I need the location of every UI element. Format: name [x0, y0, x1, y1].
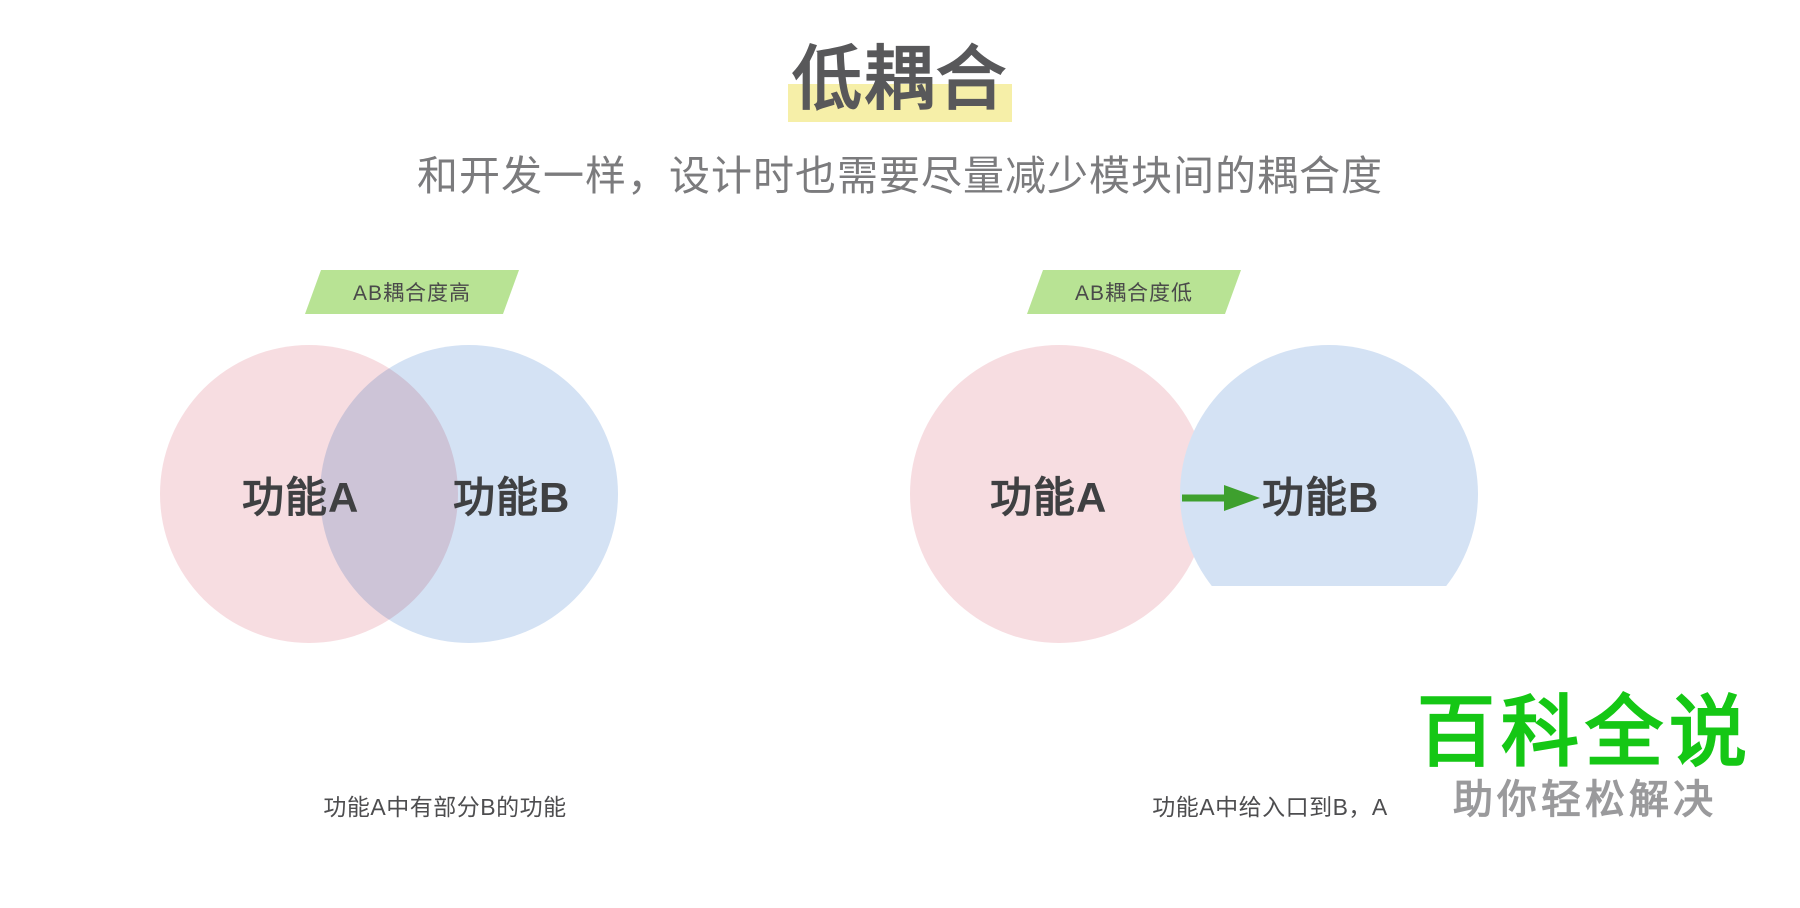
panel-high-coupling: AB耦合度高 功能A 功能B 功能A中有部分B的功能: [55, 255, 835, 855]
circle-function-a-label: 功能A: [242, 474, 360, 521]
badge-low-coupling: AB耦合度低: [1026, 270, 1242, 314]
circle-function-b-label: 功能B: [453, 474, 571, 521]
title-block: 低耦合: [788, 38, 1012, 124]
badge-high-coupling-label: AB耦合度高: [352, 282, 471, 305]
caption-low-coupling: 功能A中给入口到B，A: [1152, 794, 1388, 820]
circle-function-b: [320, 345, 618, 643]
caption-high-coupling: 功能A中有部分B的功能: [323, 794, 567, 820]
panel-low-coupling: AB耦合度低 功能A 功能B 功能A中给入口到B，A: [880, 255, 1660, 855]
page-subtitle: 和开发一样，设计时也需要尽量减少模块间的耦合度: [417, 153, 1383, 199]
circle-function-a-label: 功能A: [990, 474, 1108, 521]
circle-function-b-clip: [1180, 345, 1500, 586]
circle-function-b-label: 功能B: [1262, 474, 1380, 521]
title-highlight: [788, 84, 1012, 122]
dependency-arrow-icon: [1180, 483, 1262, 513]
circle-function-b: [1180, 345, 1478, 586]
title-text: 低耦合: [792, 42, 1008, 119]
page-title: 低耦合: [0, 38, 1800, 128]
badge-low-coupling-label: AB耦合度低: [1074, 282, 1193, 305]
circle-function-a: [910, 345, 1208, 643]
badge-high-coupling: AB耦合度高: [304, 270, 520, 314]
